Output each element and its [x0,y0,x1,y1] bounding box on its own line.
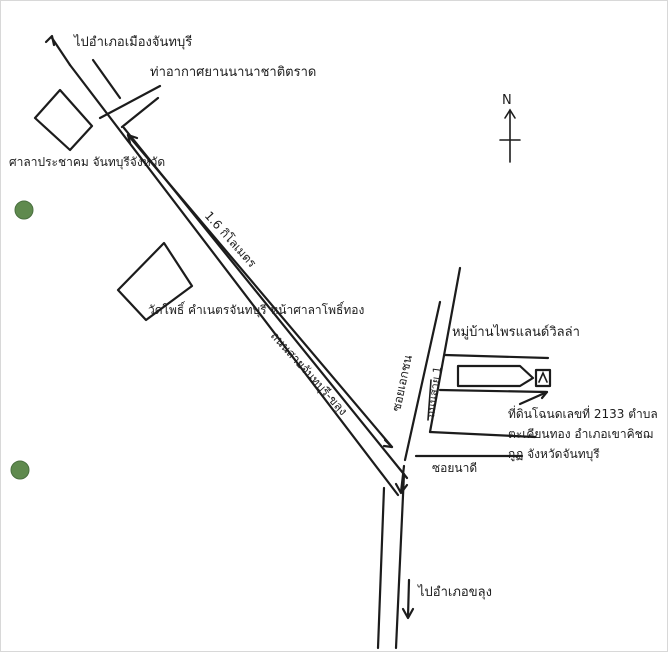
label-village: หมู่บ้านไพรแลนด์วิลล่า [452,324,580,340]
direction-arrows [44,34,549,620]
building-a [33,88,94,152]
label-temple: วัดโพธิ์ คำเนตรจันทบุรี หน้าศาลาโพธิ์ทอง [148,301,364,318]
punch-hole-top [14,200,34,220]
north-label: N [502,93,512,108]
label-to-bottom: ไปอำเภอขลุง [417,584,492,600]
north-arrow: N [499,93,521,163]
label-station: ท่าอากาศยานนานาชาติตราด [150,65,316,80]
side-road [403,266,550,462]
main-road [68,58,409,650]
label-target-box: ที่ดินโฉนดเลขที่ 2133 ตำบลตะเคียนทอง อำเ… [508,407,658,461]
label-target: ที่ดินโฉนดเลขที่ 2133 ตำบลตะเคียนทอง อำเ… [508,407,658,461]
target-plot-mark [538,371,548,383]
label-main-road: ถนนสายจันทบุรี-ขลุง [267,329,350,419]
building-b [116,241,194,322]
label-side-road: ซอยเอกชน [389,354,415,413]
label-school: ศาลาประชาคม จันทบุรีจังหวัด [9,155,165,170]
village-plot [456,364,535,388]
target-plot [534,368,552,388]
label-to-top: ไปอำเภอเมืองจันทบุรี [73,34,192,50]
punch-hole-bottom [10,460,30,480]
label-small-road: ถนนสาย 1 [424,366,444,419]
label-soi: ซอยนาดี [432,461,477,475]
